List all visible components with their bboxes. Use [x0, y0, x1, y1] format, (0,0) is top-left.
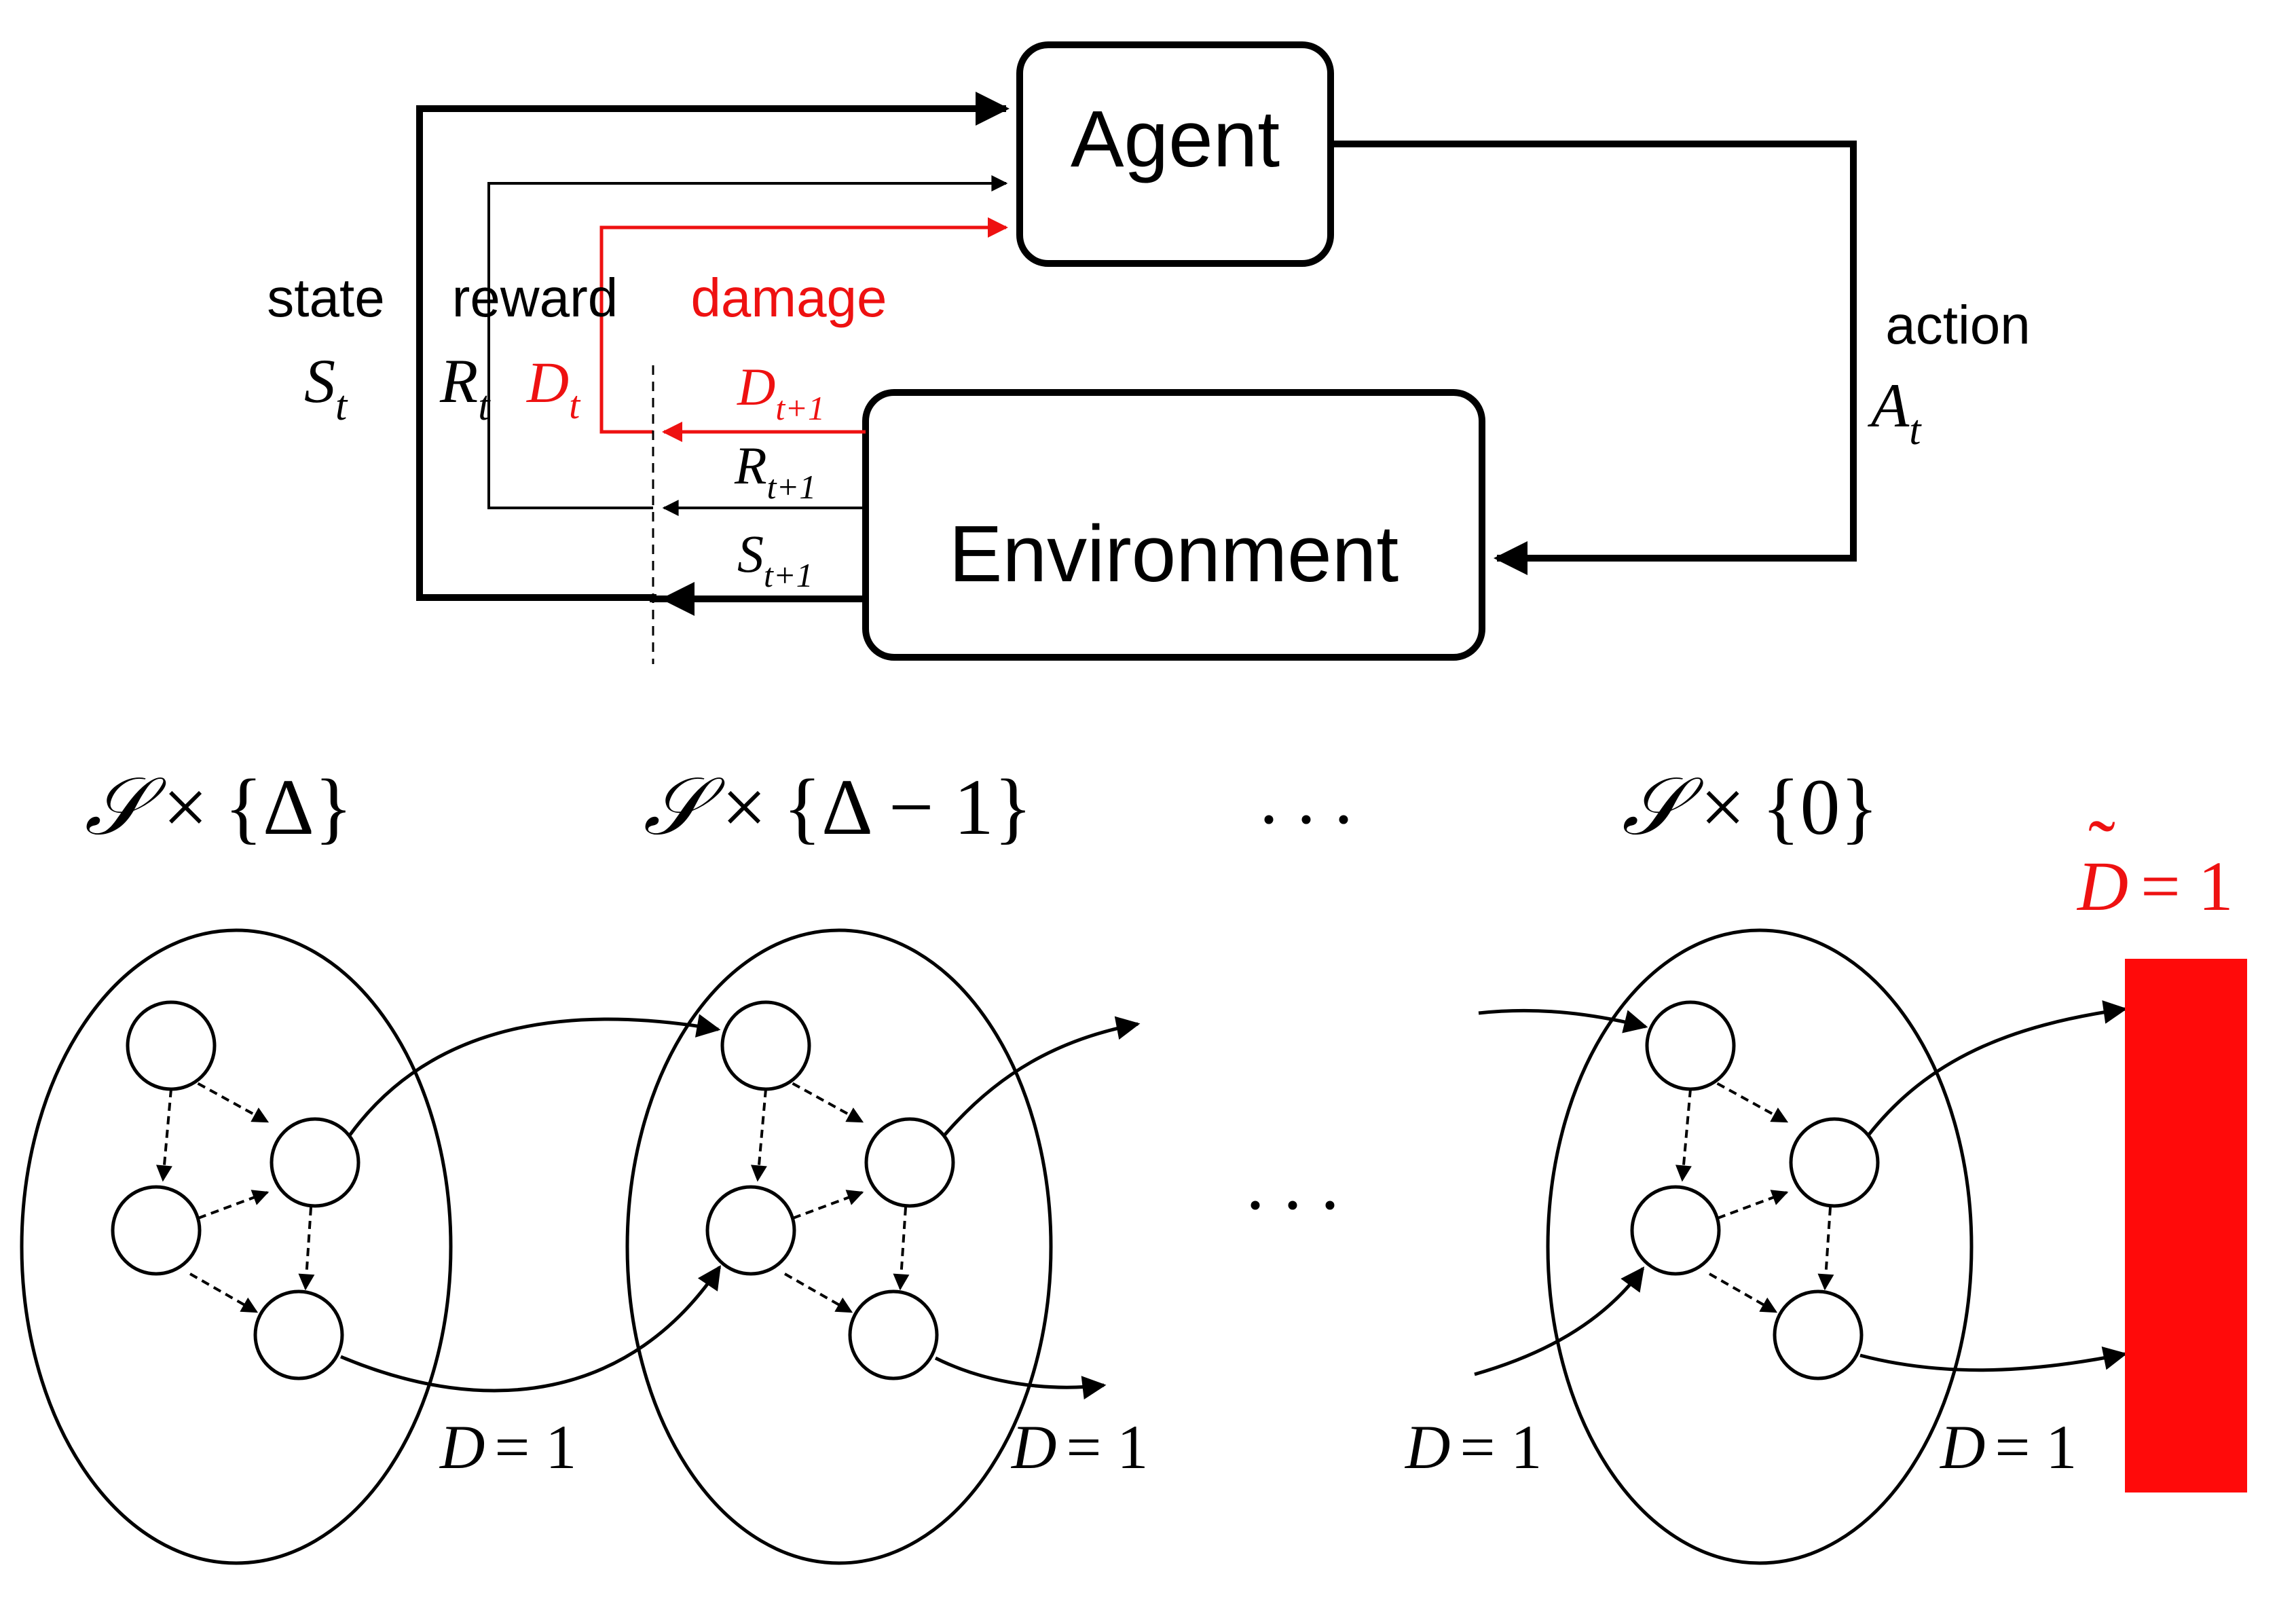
next-state-sub: t+1 — [764, 556, 813, 594]
layer-3-state-node — [1630, 1185, 1721, 1276]
next-reward-sub: t+1 — [767, 468, 817, 506]
damage-sym: D — [526, 350, 569, 415]
terminal-tilde: ˜ — [2088, 803, 2115, 894]
terminal-damage-block — [2125, 959, 2247, 1492]
state-word: state — [267, 268, 384, 328]
layer-2-edge — [780, 1076, 864, 1123]
action-sub: t — [1909, 407, 1922, 454]
layer-3 — [1546, 928, 1974, 1565]
layer-2-state-node — [720, 1000, 811, 1091]
state-sub: t — [335, 383, 348, 429]
layer-3-state-node — [1645, 1000, 1736, 1091]
damage-transition-curve — [943, 1016, 1141, 1137]
layer-2-heading: 𝒮×{Δ − 1} — [643, 763, 1032, 851]
damage-symbol: Dt — [526, 350, 581, 427]
layer-1-edge — [298, 1207, 315, 1291]
action-arrow — [1332, 141, 1857, 575]
action-word: action — [1885, 295, 2030, 355]
agent-box — [1016, 41, 1334, 267]
layer-1-ellipse — [20, 928, 453, 1565]
reward-symbol: Rt — [439, 346, 491, 429]
layer-1-edge — [198, 1190, 270, 1220]
reward-sym: R — [439, 346, 478, 416]
reward-arrow — [487, 175, 1008, 509]
next-state-sym: S — [737, 524, 764, 583]
layer-3-edge — [1705, 1076, 1789, 1123]
agent-environment-loop: Agent Environment state St reward Rt dam… — [267, 41, 2031, 664]
damage-label-4: D= 1 — [1939, 1412, 2077, 1482]
layer-3-edge — [1709, 1272, 1778, 1313]
layer-2-edge — [893, 1207, 910, 1291]
layer-1-edge — [155, 1088, 172, 1182]
environment-box — [862, 389, 1485, 661]
layer-3-ellipse — [1546, 928, 1974, 1565]
state-symbol: St — [304, 346, 348, 429]
next-reward-symbol: Rt+1 — [734, 436, 816, 506]
layer-3-edge — [1817, 1207, 1834, 1291]
damage-transition-curve — [348, 1014, 721, 1137]
layer-1-edge — [189, 1272, 259, 1313]
layer-2-state-node — [848, 1289, 939, 1380]
layer-1-state-node — [253, 1289, 344, 1380]
reward-sub: t — [478, 383, 491, 429]
layer-3-heading: 𝒮×{0} — [1622, 763, 1878, 851]
layer-3-edge — [1675, 1088, 1692, 1182]
damage-sub: t — [569, 383, 581, 427]
ellipsis-top: . . . — [1259, 756, 1353, 839]
damage-label-3: D= 1 — [1404, 1412, 1542, 1482]
layer-2 — [625, 928, 1053, 1565]
layer-3-state-node — [1789, 1117, 1880, 1208]
damage-transition-curve — [1867, 1000, 2128, 1137]
damage-transition-curve — [1478, 1008, 1648, 1033]
layered-state-space: 𝒮×{Δ} 𝒮×{Δ − 1} . . . 𝒮×{0} — [20, 756, 2247, 1565]
action-symbol: At — [1867, 371, 1922, 454]
next-damage-sym: D — [737, 357, 775, 416]
layer-2-ellipse — [625, 928, 1053, 1565]
damage-transition-curve — [340, 1265, 722, 1393]
damage-transition-curve — [934, 1356, 1107, 1400]
damage-arrow — [599, 217, 1008, 434]
layer-2-edge — [792, 1190, 864, 1220]
layer-1-state-node — [270, 1117, 360, 1208]
layer-3-edge — [1717, 1190, 1789, 1220]
next-damage-symbol: Dt+1 — [737, 357, 825, 427]
layer-2-state-node — [864, 1117, 955, 1208]
layer-2-edge — [784, 1272, 853, 1313]
terminal-label: D= 1 — [2076, 847, 2234, 926]
layer-3-state-node — [1773, 1289, 1864, 1380]
environment-label: Environment — [949, 509, 1399, 599]
damage-word: damage — [690, 268, 887, 328]
ellipsis-middle: . . . — [1246, 1142, 1339, 1225]
layer-2-edge — [750, 1088, 767, 1182]
reward-word: reward — [452, 268, 618, 328]
next-reward-sym: R — [734, 436, 767, 495]
layer-1-state-node — [111, 1185, 202, 1276]
layer-2-state-node — [705, 1185, 796, 1276]
layer-1-heading: 𝒮×{Δ} — [84, 763, 352, 851]
layer-1 — [20, 928, 453, 1565]
damage-transition-curve — [1859, 1347, 2128, 1372]
state-sym: S — [304, 346, 335, 416]
next-state-symbol: St+1 — [737, 524, 813, 594]
action-sym: A — [1867, 371, 1910, 440]
next-damage-sub: t+1 — [775, 389, 825, 427]
layer-1-state-node — [126, 1000, 217, 1091]
damage-label-1: D= 1 — [439, 1412, 576, 1482]
agent-label: Agent — [1071, 94, 1280, 184]
damage-label-2: D= 1 — [1010, 1412, 1148, 1482]
layer-1-edge — [185, 1076, 270, 1123]
damage-transition-curve — [1474, 1266, 1645, 1376]
